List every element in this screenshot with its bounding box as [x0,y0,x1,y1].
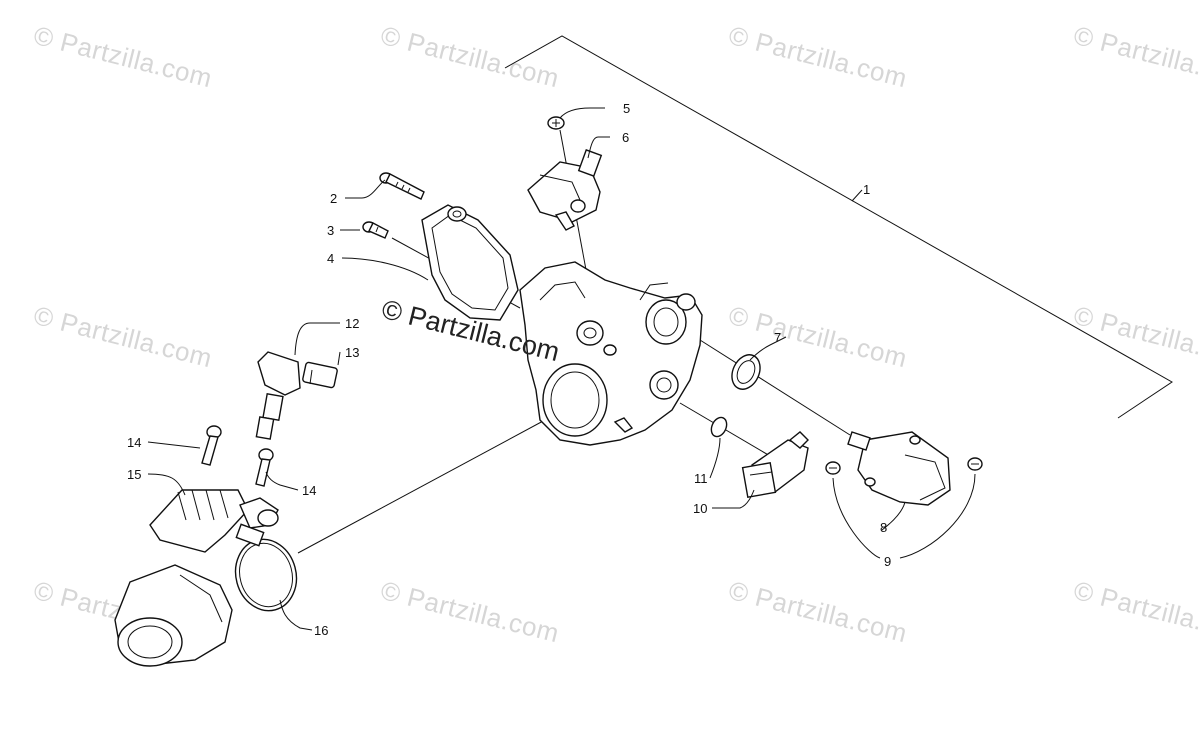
callout-6: 6 [622,130,629,145]
callout-1: 1 [863,182,870,197]
intake-boot-part [114,564,233,667]
screw-14b-part [255,448,274,487]
bolt-short-part [362,221,389,239]
callout-9: 9 [884,554,891,569]
throttle-body-part [519,261,703,446]
callout-3: 3 [327,223,334,238]
map-sensor-part [741,431,809,499]
cover-part [421,204,519,321]
callout-14a: 14 [127,435,141,450]
callout-14b: 14 [302,483,316,498]
screw-part [547,116,565,130]
sensor-12-part [255,351,301,440]
callout-4: 4 [327,251,334,266]
callout-15: 15 [127,467,141,482]
callout-5: 5 [623,101,630,116]
callout-2: 2 [330,191,337,206]
callout-8: 8 [880,520,887,535]
bolt-long-part [379,172,425,200]
screw-pair-part [825,457,983,559]
assembly-bracket [504,35,1173,419]
callout-10: 10 [693,501,707,516]
callout-11: 11 [694,471,708,486]
callout-16: 16 [314,623,328,638]
o-ring-small-part [710,416,728,438]
callout-12: 12 [345,316,359,331]
callout-labels: 1 2 3 4 5 6 7 8 9 10 11 12 13 14 14 15 1… [127,101,891,638]
clamp-part [234,523,298,612]
connector-13-part [302,361,338,389]
screw-14a-part [201,425,222,466]
callout-7: 7 [774,330,781,345]
manifold-part [149,489,279,553]
callout-13: 13 [345,345,359,360]
o-ring-large-part [731,354,761,390]
sensor-part [527,149,603,231]
callout-leaders [147,107,906,631]
idle-valve-part [847,431,951,506]
